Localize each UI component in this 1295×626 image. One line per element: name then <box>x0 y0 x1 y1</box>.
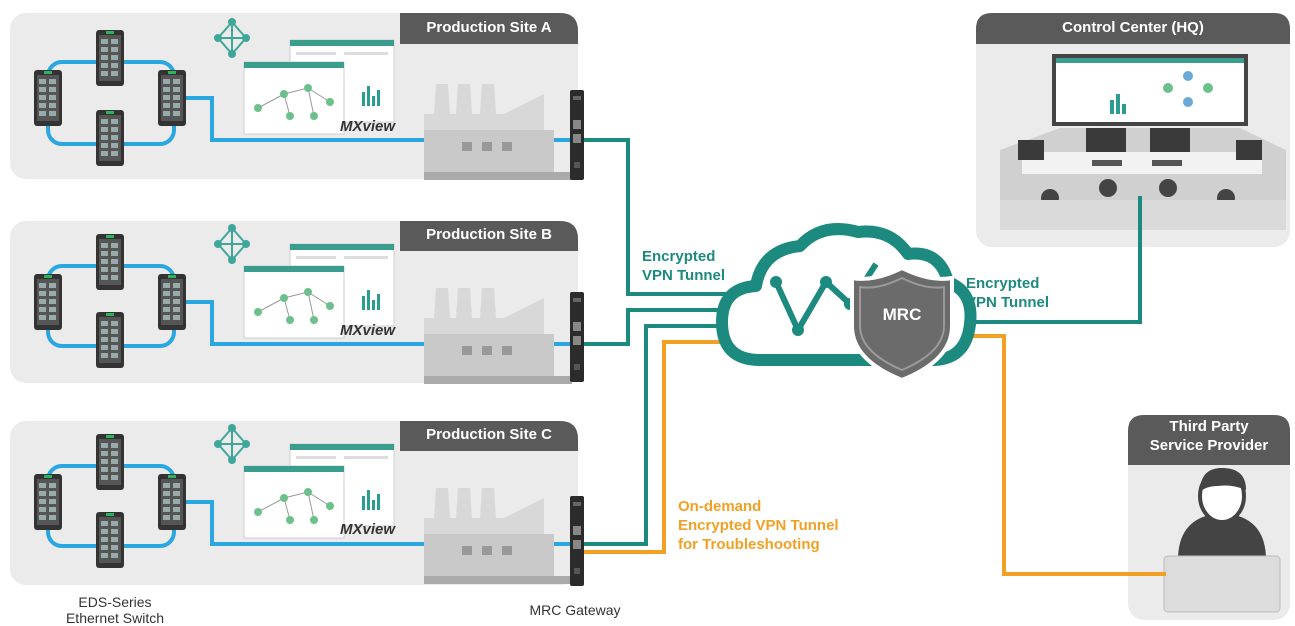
laptop-icon <box>1163 555 1281 613</box>
site-b-title: Production Site B <box>426 226 552 243</box>
site-c-contents <box>34 423 584 586</box>
ondemand-label: On-demand Encrypted VPN Tunnel for Troub… <box>678 497 839 554</box>
switch-caption-line2: Ethernet Switch <box>65 610 165 626</box>
vpn-label-left: Encrypted VPN Tunnel <box>642 247 725 285</box>
vpn-label-left-line1: Encrypted <box>642 248 716 265</box>
switch-caption: EDS-Series Ethernet Switch <box>40 594 190 626</box>
mxview-logo-b: MXview <box>340 322 396 339</box>
third-party-line1: Third Party <box>1169 418 1249 435</box>
mrc-shield-label: MRC <box>882 305 922 324</box>
third-party-panel <box>1128 415 1290 620</box>
hq-panel <box>976 13 1290 247</box>
vpn-label-right-line1: Encrypted <box>966 275 1040 292</box>
gateway-caption: MRC Gateway <box>529 602 621 618</box>
vpn-label-left-line2: VPN Tunnel <box>642 267 726 284</box>
site-a-title: Production Site A <box>426 19 552 36</box>
site-c-title: Production Site C <box>426 426 552 443</box>
vpn-label-right-line2: VPN Tunnel <box>966 294 1050 311</box>
third-party-title: Third Party Service Provider <box>1128 417 1290 455</box>
site-b-tab <box>400 221 578 251</box>
switch-caption-line1: EDS-Series <box>78 594 152 610</box>
site-c-tab <box>400 421 578 451</box>
ondemand-line3: for Troubleshooting <box>678 536 820 553</box>
site-a-tab <box>400 13 578 44</box>
person-icon <box>1178 514 1266 560</box>
ondemand-line2: Encrypted VPN Tunnel <box>678 517 839 534</box>
hq-title: Control Center (HQ) <box>1062 19 1204 36</box>
site-a-contents <box>34 17 584 180</box>
mrc-shield-icon <box>850 265 954 383</box>
site-b-contents <box>34 223 584 384</box>
mxview-logo-c: MXview <box>340 521 396 538</box>
ondemand-line1: On-demand <box>678 498 762 515</box>
mxview-logo-a: MXview <box>340 118 396 135</box>
third-party-line2: Service Provider <box>1149 437 1269 454</box>
vpn-label-right: Encrypted VPN Tunnel <box>966 274 1049 312</box>
